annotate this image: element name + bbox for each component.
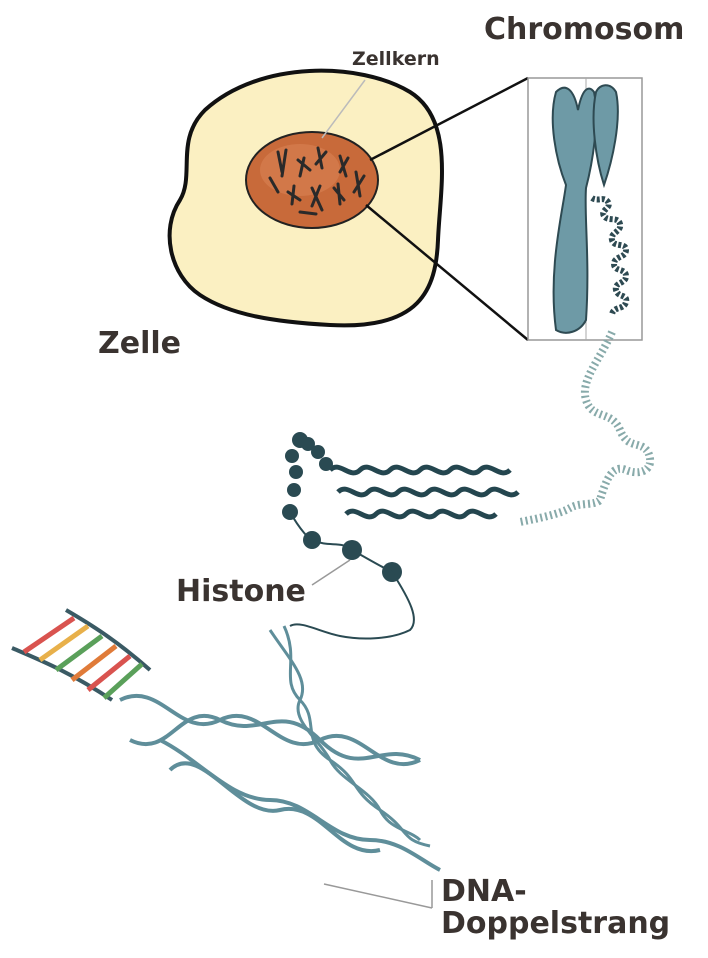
nucleosome-beads [282,432,402,582]
dna-ladder [12,610,150,700]
dna-double-helix [120,696,440,870]
histone-pointer [312,560,350,585]
label-dna-line1: DNA- [441,876,670,908]
solenoid-coil [330,467,518,517]
label-zelle: Zelle [98,328,181,360]
dna-pointer [324,884,432,908]
chromatin-fiber [520,332,650,522]
dna-helix-segment [270,626,430,846]
label-histone: Histone [176,576,306,608]
label-dna-doppelstrang: DNA- Doppelstrang [441,876,670,939]
label-zellkern: Zellkern [352,50,440,70]
label-dna-line2: Doppelstrang [441,908,670,940]
label-chromosom: Chromosom [484,14,684,46]
